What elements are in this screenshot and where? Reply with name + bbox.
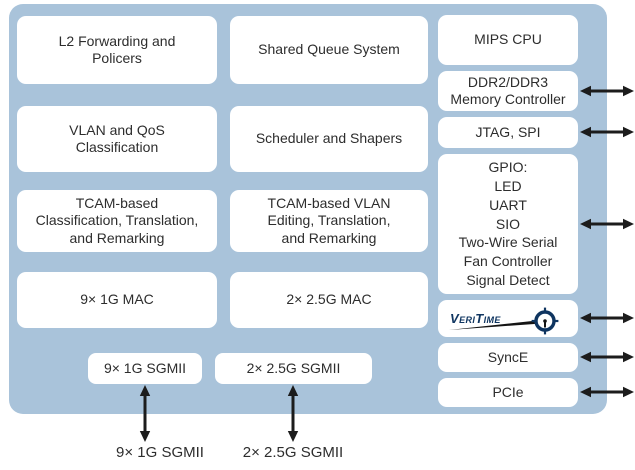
bidirectional-arrow-icon-pcie xyxy=(580,386,634,398)
bidirectional-arrow-icon-gpio xyxy=(580,218,634,230)
block-l2-forwarding-policers: L2 Forwarding and Policers xyxy=(17,16,217,84)
block-9x-1g-mac: 9× 1G MAC xyxy=(17,272,217,328)
external-label-9x-1g-sgmii: 9× 1G SGMII xyxy=(116,444,204,461)
veritime-logo: VeriTime xyxy=(449,307,559,334)
bidirectional-arrow-icon-sgmii-2-5g xyxy=(287,385,299,442)
block-shared-queue-system: Shared Queue System xyxy=(230,16,428,84)
block-tcam-vlan-editing: TCAM-based VLAN Editing, Translation, an… xyxy=(230,190,428,252)
block-synce: SyncE xyxy=(438,343,578,372)
block-tcam-classification: TCAM-based Classification, Translation, … xyxy=(17,190,217,252)
block-veritime: VeriTime xyxy=(438,300,578,337)
bidirectional-arrow-icon-memory xyxy=(580,85,634,97)
bidirectional-arrow-icon-veritime xyxy=(580,312,634,324)
bidirectional-arrow-icon-jtag xyxy=(580,126,634,138)
bidirectional-arrow-icon-synce xyxy=(580,351,634,363)
clock-center-dot xyxy=(543,318,547,323)
block-gpio: GPIO: LED UART SIO Two-Wire Serial Fan C… xyxy=(438,154,578,294)
block-mips-cpu: MIPS CPU xyxy=(438,15,578,65)
block-9x-1g-sgmii: 9× 1G SGMII xyxy=(88,353,202,384)
block-scheduler-shapers: Scheduler and Shapers xyxy=(230,106,428,172)
block-vlan-qos-classification: VLAN and QoS Classification xyxy=(17,106,217,172)
block-pcie: PCIe xyxy=(438,378,578,407)
external-label-2x-2-5g-sgmii: 2× 2.5G SGMII xyxy=(242,444,344,461)
veritime-wordmark: VeriTime xyxy=(450,311,501,326)
block-memory-controller: DDR2/DDR3 Memory Controller xyxy=(438,71,578,111)
block-2x-2-5g-mac: 2× 2.5G MAC xyxy=(230,272,428,328)
block-jtag-spi: JTAG, SPI xyxy=(438,117,578,148)
block-2x-2-5g-sgmii: 2× 2.5G SGMII xyxy=(215,353,372,384)
bidirectional-arrow-icon-sgmii-1g xyxy=(139,385,151,442)
